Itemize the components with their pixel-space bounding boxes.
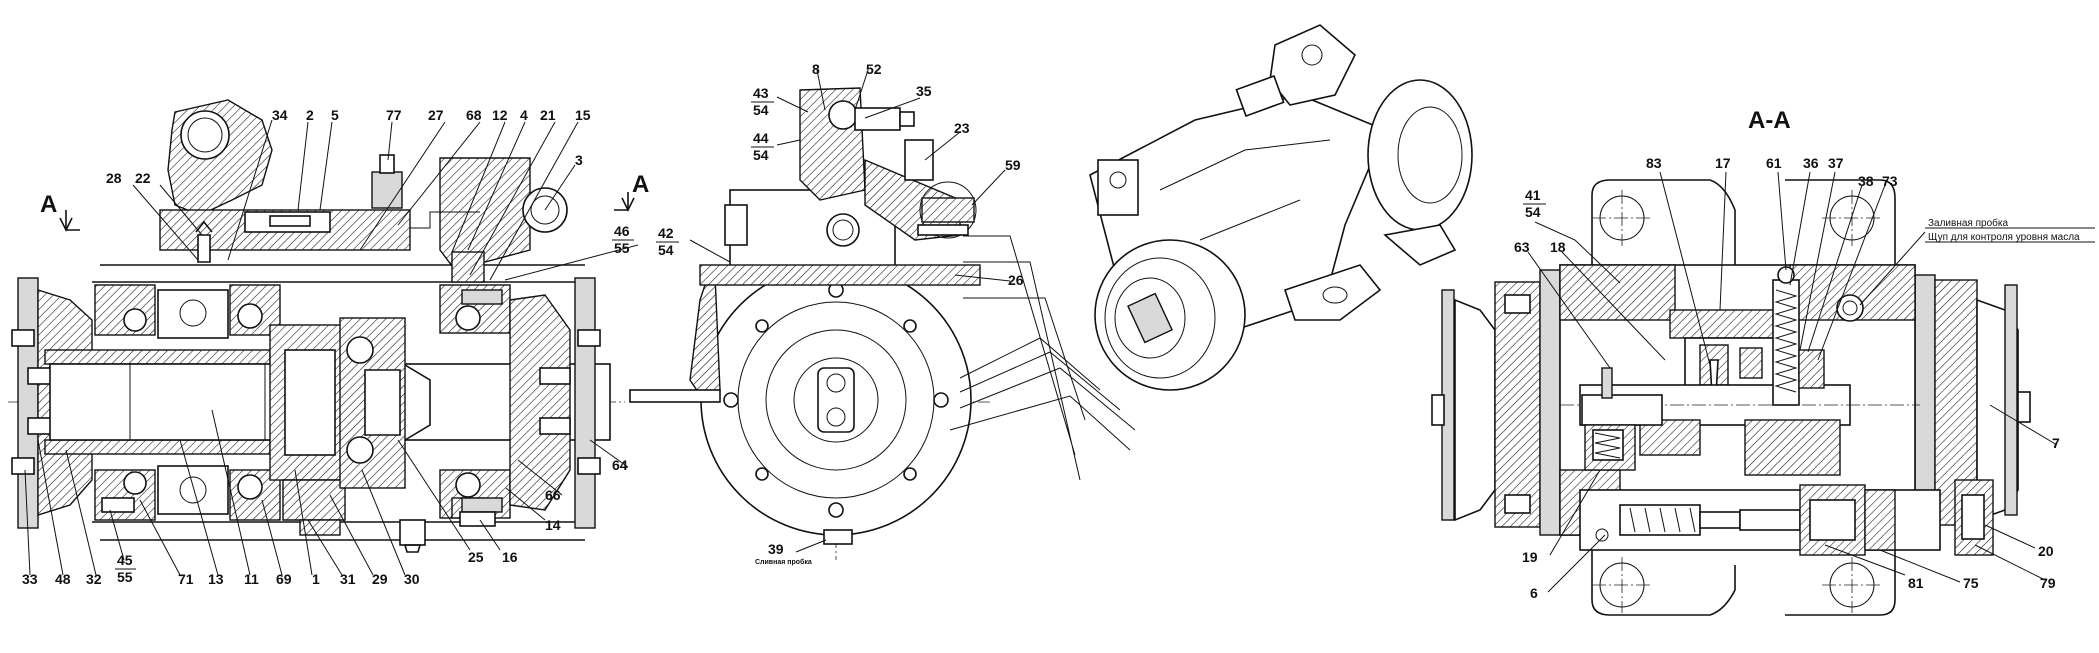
part-number-79: 79 bbox=[2040, 575, 2056, 591]
part-number-11: 11 bbox=[244, 571, 259, 587]
part-number-83: 83 bbox=[1646, 155, 1662, 171]
part-number-81: 81 bbox=[1908, 575, 1924, 591]
front-view-leaders bbox=[689, 69, 1011, 553]
section-title: A-A bbox=[1748, 107, 1791, 134]
part-number-36: 36 bbox=[1803, 155, 1819, 171]
part-number-16: 16 bbox=[502, 549, 518, 565]
part-number-6: 6 bbox=[1530, 585, 1538, 601]
part-number-18: 18 bbox=[1550, 239, 1566, 255]
part-number-28: 28 bbox=[106, 170, 122, 186]
part-number-48: 48 bbox=[55, 571, 71, 587]
part-number-20: 20 bbox=[2038, 543, 2054, 559]
part-number-17: 17 bbox=[1715, 155, 1731, 171]
isometric-view bbox=[1089, 24, 1473, 391]
part-number-77: 77 bbox=[386, 107, 402, 123]
part-number-43: 43 bbox=[753, 85, 769, 101]
part-number-68: 68 bbox=[466, 107, 482, 123]
part-number-69: 69 bbox=[276, 571, 292, 587]
part-number-2: 2 bbox=[306, 107, 314, 123]
part-number-37: 37 bbox=[1828, 155, 1844, 171]
front-view-part-numbers: 8 52 35 43 54 44 54 23 59 42 54 26 39 Сл… bbox=[656, 61, 1024, 566]
part-number-64: 64 bbox=[612, 457, 628, 473]
section-view: A-A bbox=[1431, 107, 2095, 616]
part-number-61: 61 bbox=[1766, 155, 1782, 171]
section-marker-right: A bbox=[632, 171, 649, 198]
part-number-21: 21 bbox=[540, 107, 556, 123]
part-number-29: 29 bbox=[372, 571, 388, 587]
part-number-54-first: 54 bbox=[753, 102, 769, 118]
part-number-8: 8 bbox=[812, 61, 820, 77]
part-number-45: 45 bbox=[117, 552, 133, 568]
section-view-part-numbers: 41 54 83 17 61 36 37 38 73 63 18 7 19 6 … bbox=[1514, 155, 2060, 601]
fill-plug-note: Заливная пробка bbox=[1928, 217, 2008, 229]
part-number-54-section: 54 bbox=[1525, 204, 1541, 220]
part-number-1: 1 bbox=[312, 571, 320, 587]
part-number-22: 22 bbox=[135, 170, 151, 186]
part-number-7: 7 bbox=[2052, 435, 2060, 451]
part-number-4: 4 bbox=[520, 107, 528, 123]
part-number-63: 63 bbox=[1514, 239, 1530, 255]
part-number-52: 52 bbox=[866, 61, 882, 77]
part-number-46: 46 bbox=[614, 223, 630, 239]
part-number-41: 41 bbox=[1525, 187, 1541, 203]
part-number-31: 31 bbox=[340, 571, 356, 587]
drain-plug-note: Сливная пробка bbox=[755, 558, 812, 566]
part-number-34: 34 bbox=[272, 107, 288, 123]
part-number-54-second: 54 bbox=[753, 147, 769, 163]
side-view: A A bbox=[8, 99, 649, 587]
side-view-part-numbers: 34 2 5 77 27 68 12 4 21 15 3 28 22 46 55… bbox=[22, 107, 634, 587]
part-number-44: 44 bbox=[753, 130, 769, 146]
part-number-3: 3 bbox=[575, 152, 583, 168]
dipstick-note: Щуп для контроля уровня масла bbox=[1928, 232, 2080, 243]
part-number-19: 19 bbox=[1522, 549, 1538, 565]
part-number-55-lower: 55 bbox=[117, 569, 133, 585]
part-number-33: 33 bbox=[22, 571, 38, 587]
part-number-13: 13 bbox=[208, 571, 224, 587]
section-marker-left: A bbox=[40, 191, 57, 218]
part-number-15: 15 bbox=[575, 107, 591, 123]
part-number-26: 26 bbox=[1008, 272, 1024, 288]
part-number-73: 73 bbox=[1882, 173, 1898, 189]
part-number-27: 27 bbox=[428, 107, 444, 123]
part-number-14: 14 bbox=[545, 517, 561, 533]
part-number-71: 71 bbox=[178, 571, 194, 587]
part-number-32: 32 bbox=[86, 571, 102, 587]
part-number-54-third: 54 bbox=[658, 242, 674, 258]
part-number-30: 30 bbox=[404, 571, 420, 587]
side-view-leaders bbox=[24, 119, 639, 576]
part-number-12: 12 bbox=[492, 107, 508, 123]
part-number-38: 38 bbox=[1858, 173, 1874, 189]
part-number-23: 23 bbox=[954, 120, 970, 136]
part-number-66: 66 bbox=[545, 487, 561, 503]
section-view-leaders bbox=[1527, 171, 2058, 593]
part-number-59: 59 bbox=[1005, 157, 1021, 173]
part-number-75: 75 bbox=[1963, 575, 1979, 591]
part-number-55-upper: 55 bbox=[614, 240, 630, 256]
part-number-5: 5 bbox=[331, 107, 339, 123]
part-number-25: 25 bbox=[468, 549, 484, 565]
part-number-35: 35 bbox=[916, 83, 932, 99]
part-number-42: 42 bbox=[658, 225, 674, 241]
front-view: 8 52 35 43 54 44 54 23 59 42 54 26 39 Сл… bbox=[629, 61, 1136, 566]
part-number-39: 39 bbox=[768, 541, 784, 557]
